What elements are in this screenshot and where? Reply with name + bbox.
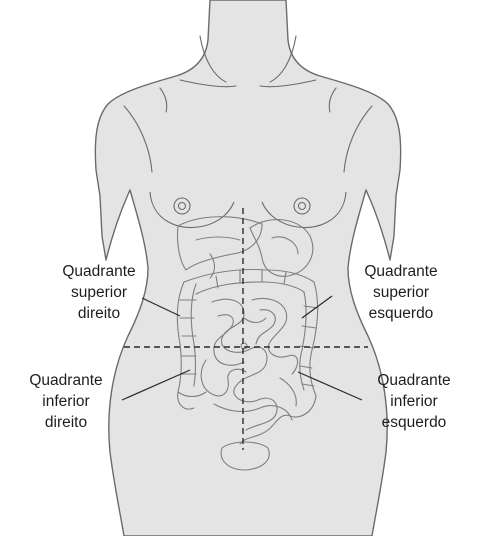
label-line: direito — [24, 303, 174, 324]
label-line: esquerdo — [350, 412, 478, 433]
label-line: esquerdo — [326, 303, 476, 324]
label-line: Quadrante — [326, 261, 476, 282]
label-line: inferior — [2, 391, 130, 412]
label-lower-left-quadrant: Quadrante inferior esquerdo — [350, 370, 478, 433]
label-lower-right-quadrant: Quadrante inferior direito — [2, 370, 130, 433]
label-line: inferior — [350, 391, 478, 412]
label-line: Quadrante — [350, 370, 478, 391]
label-upper-left-quadrant: Quadrante superior esquerdo — [326, 261, 476, 324]
label-upper-right-quadrant: Quadrante superior direito — [24, 261, 174, 324]
label-line: direito — [2, 412, 130, 433]
label-line: Quadrante — [24, 261, 174, 282]
label-line: superior — [24, 282, 174, 303]
label-line: Quadrante — [2, 370, 130, 391]
label-line: superior — [326, 282, 476, 303]
